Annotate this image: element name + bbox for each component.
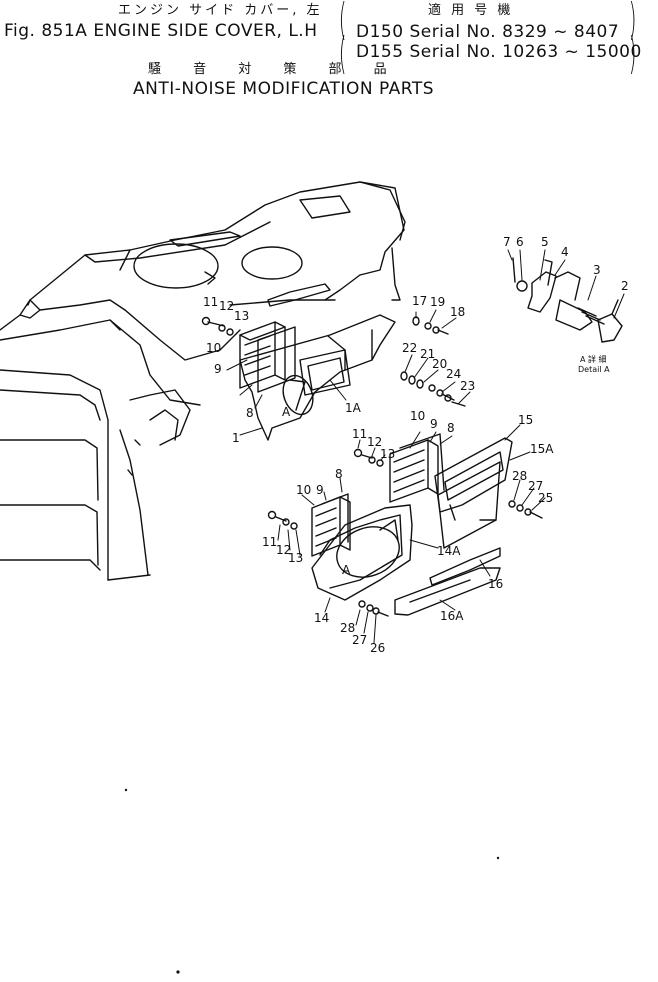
callout-17: 17 xyxy=(412,294,427,308)
callout-10-lower-left: 10 xyxy=(296,483,311,497)
subtitle: ANTI-NOISE MODIFICATION PARTS xyxy=(133,79,434,99)
callout-6: 6 xyxy=(516,235,524,249)
callout-1: 1 xyxy=(232,431,240,445)
cover-plate-15 xyxy=(434,437,513,549)
callout-24: 24 xyxy=(446,367,461,381)
callout-15a: 15A xyxy=(530,442,554,456)
callout-a-lower: A xyxy=(342,563,351,577)
detail-a-latch xyxy=(512,257,623,343)
callout-8-lower-left: 8 xyxy=(335,467,343,481)
callout-19: 19 xyxy=(430,295,445,309)
callout-13-lower-left: 13 xyxy=(288,551,303,565)
callout-26: 26 xyxy=(370,641,385,655)
serial-range-d155: D155 Serial No. 10263 ~ 15000 xyxy=(356,42,642,62)
callout-23: 23 xyxy=(460,379,475,393)
callout-14: 14 xyxy=(314,611,329,625)
callout-11-lower-middle: 11 xyxy=(352,427,367,441)
lower-right-absorber xyxy=(389,433,445,503)
callout-11: 11 xyxy=(203,295,218,309)
callout-1a: 1A xyxy=(345,401,362,415)
callout-12-lower-middle: 12 xyxy=(367,435,382,449)
right-bracket-bottom: ) xyxy=(628,28,637,79)
callout-27-bottom: 27 xyxy=(352,633,367,647)
leader-lines xyxy=(226,249,625,644)
right-bracket-top: ) xyxy=(628,0,637,45)
callout-13: 13 xyxy=(234,309,249,323)
engine-hood-body xyxy=(0,181,406,581)
callout-9: 9 xyxy=(214,362,222,376)
callout-11-lower-left: 11 xyxy=(262,535,277,549)
fastener-set-17-18-19 xyxy=(412,316,449,335)
side-cover-upper xyxy=(239,314,396,441)
japanese-subtitle: 騒 音 対 策 部 品 xyxy=(148,62,401,77)
detail-a-caption: Detail A xyxy=(578,365,610,374)
callout-16: 16 xyxy=(488,577,503,591)
callout-14a: 14A xyxy=(437,544,461,558)
callout-4: 4 xyxy=(561,245,569,259)
stray-marks xyxy=(124,788,500,974)
callout-5: 5 xyxy=(541,235,549,249)
callout-9-lower-left: 9 xyxy=(316,483,324,497)
callout-28-right: 28 xyxy=(512,469,527,483)
detail-a-japanese: A 詳 細 xyxy=(580,354,607,364)
left-bracket-bottom: ( xyxy=(338,28,347,79)
upper-absorber-blocks xyxy=(239,321,296,393)
callout-16a: 16A xyxy=(440,609,464,623)
callout-a-upper: A xyxy=(282,405,291,419)
callout-12: 12 xyxy=(219,299,234,313)
callout-12-lower-left: 12 xyxy=(276,543,291,557)
upper-bolts xyxy=(201,316,234,336)
callout-13-lower-middle: 13 xyxy=(380,447,395,461)
lower-left-absorber xyxy=(311,493,351,557)
callout-3: 3 xyxy=(593,263,601,277)
callout-21: 21 xyxy=(420,347,435,361)
figure-title: Fig. 851A ENGINE SIDE COVER, L.H xyxy=(4,21,318,41)
callout-22: 22 xyxy=(402,341,417,355)
callout-18: 18 xyxy=(450,305,465,319)
callout-28-bottom: 28 xyxy=(340,621,355,635)
callout-2: 2 xyxy=(621,279,629,293)
callout-8-lower-right: 8 xyxy=(447,421,455,435)
callout-10: 10 xyxy=(206,341,221,355)
lower-middle-bolts xyxy=(353,448,384,467)
callout-15: 15 xyxy=(518,413,533,427)
callout-9-lower-right: 9 xyxy=(430,417,438,431)
japanese-part-name: エンジン サイド カバー, 左 xyxy=(118,3,323,18)
callout-25: 25 xyxy=(538,491,553,505)
fastener-set-26-27-28 xyxy=(358,600,389,617)
callout-27-right: 27 xyxy=(528,479,543,493)
left-bracket-top: ( xyxy=(338,0,347,45)
fastener-set-25-27-28 xyxy=(508,500,543,519)
callout-7: 7 xyxy=(503,235,511,249)
serial-range-d150: D150 Serial No. 8329 ~ 8407 xyxy=(356,22,620,42)
lower-left-bolts xyxy=(267,510,298,530)
callout-8: 8 xyxy=(246,406,254,420)
cover-plate-16 xyxy=(394,547,501,616)
callout-20: 20 xyxy=(432,357,447,371)
callout-10-lower-right: 10 xyxy=(410,409,425,423)
applicable-models-label: 適 用 号 機 xyxy=(428,3,514,18)
lower-side-cover xyxy=(311,504,413,601)
